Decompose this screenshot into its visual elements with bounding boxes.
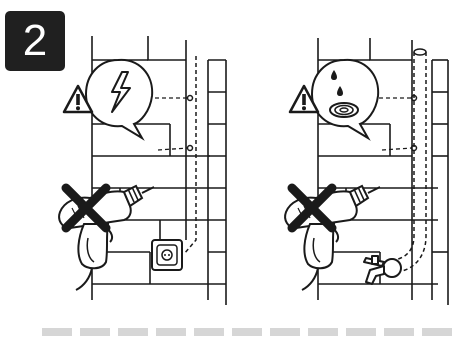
step-number: 2 bbox=[22, 16, 48, 65]
water-tap bbox=[363, 255, 402, 285]
divider-dashes bbox=[42, 328, 452, 336]
drill-point bbox=[410, 144, 418, 152]
electric-panel bbox=[58, 36, 227, 305]
drill-point bbox=[186, 144, 194, 152]
cross-icon bbox=[287, 183, 337, 233]
drill-point bbox=[186, 94, 194, 102]
cross-icon bbox=[61, 183, 111, 233]
water-drops-icon bbox=[329, 70, 359, 118]
hidden-cable bbox=[183, 56, 197, 255]
hazard-bubble bbox=[310, 58, 380, 141]
wall-socket bbox=[151, 239, 183, 271]
step-badge: 2 bbox=[5, 11, 65, 71]
water-panel bbox=[284, 38, 449, 305]
hidden-pipe bbox=[393, 52, 427, 273]
lightning-bolt-icon bbox=[111, 71, 131, 113]
drill-point bbox=[410, 94, 418, 102]
